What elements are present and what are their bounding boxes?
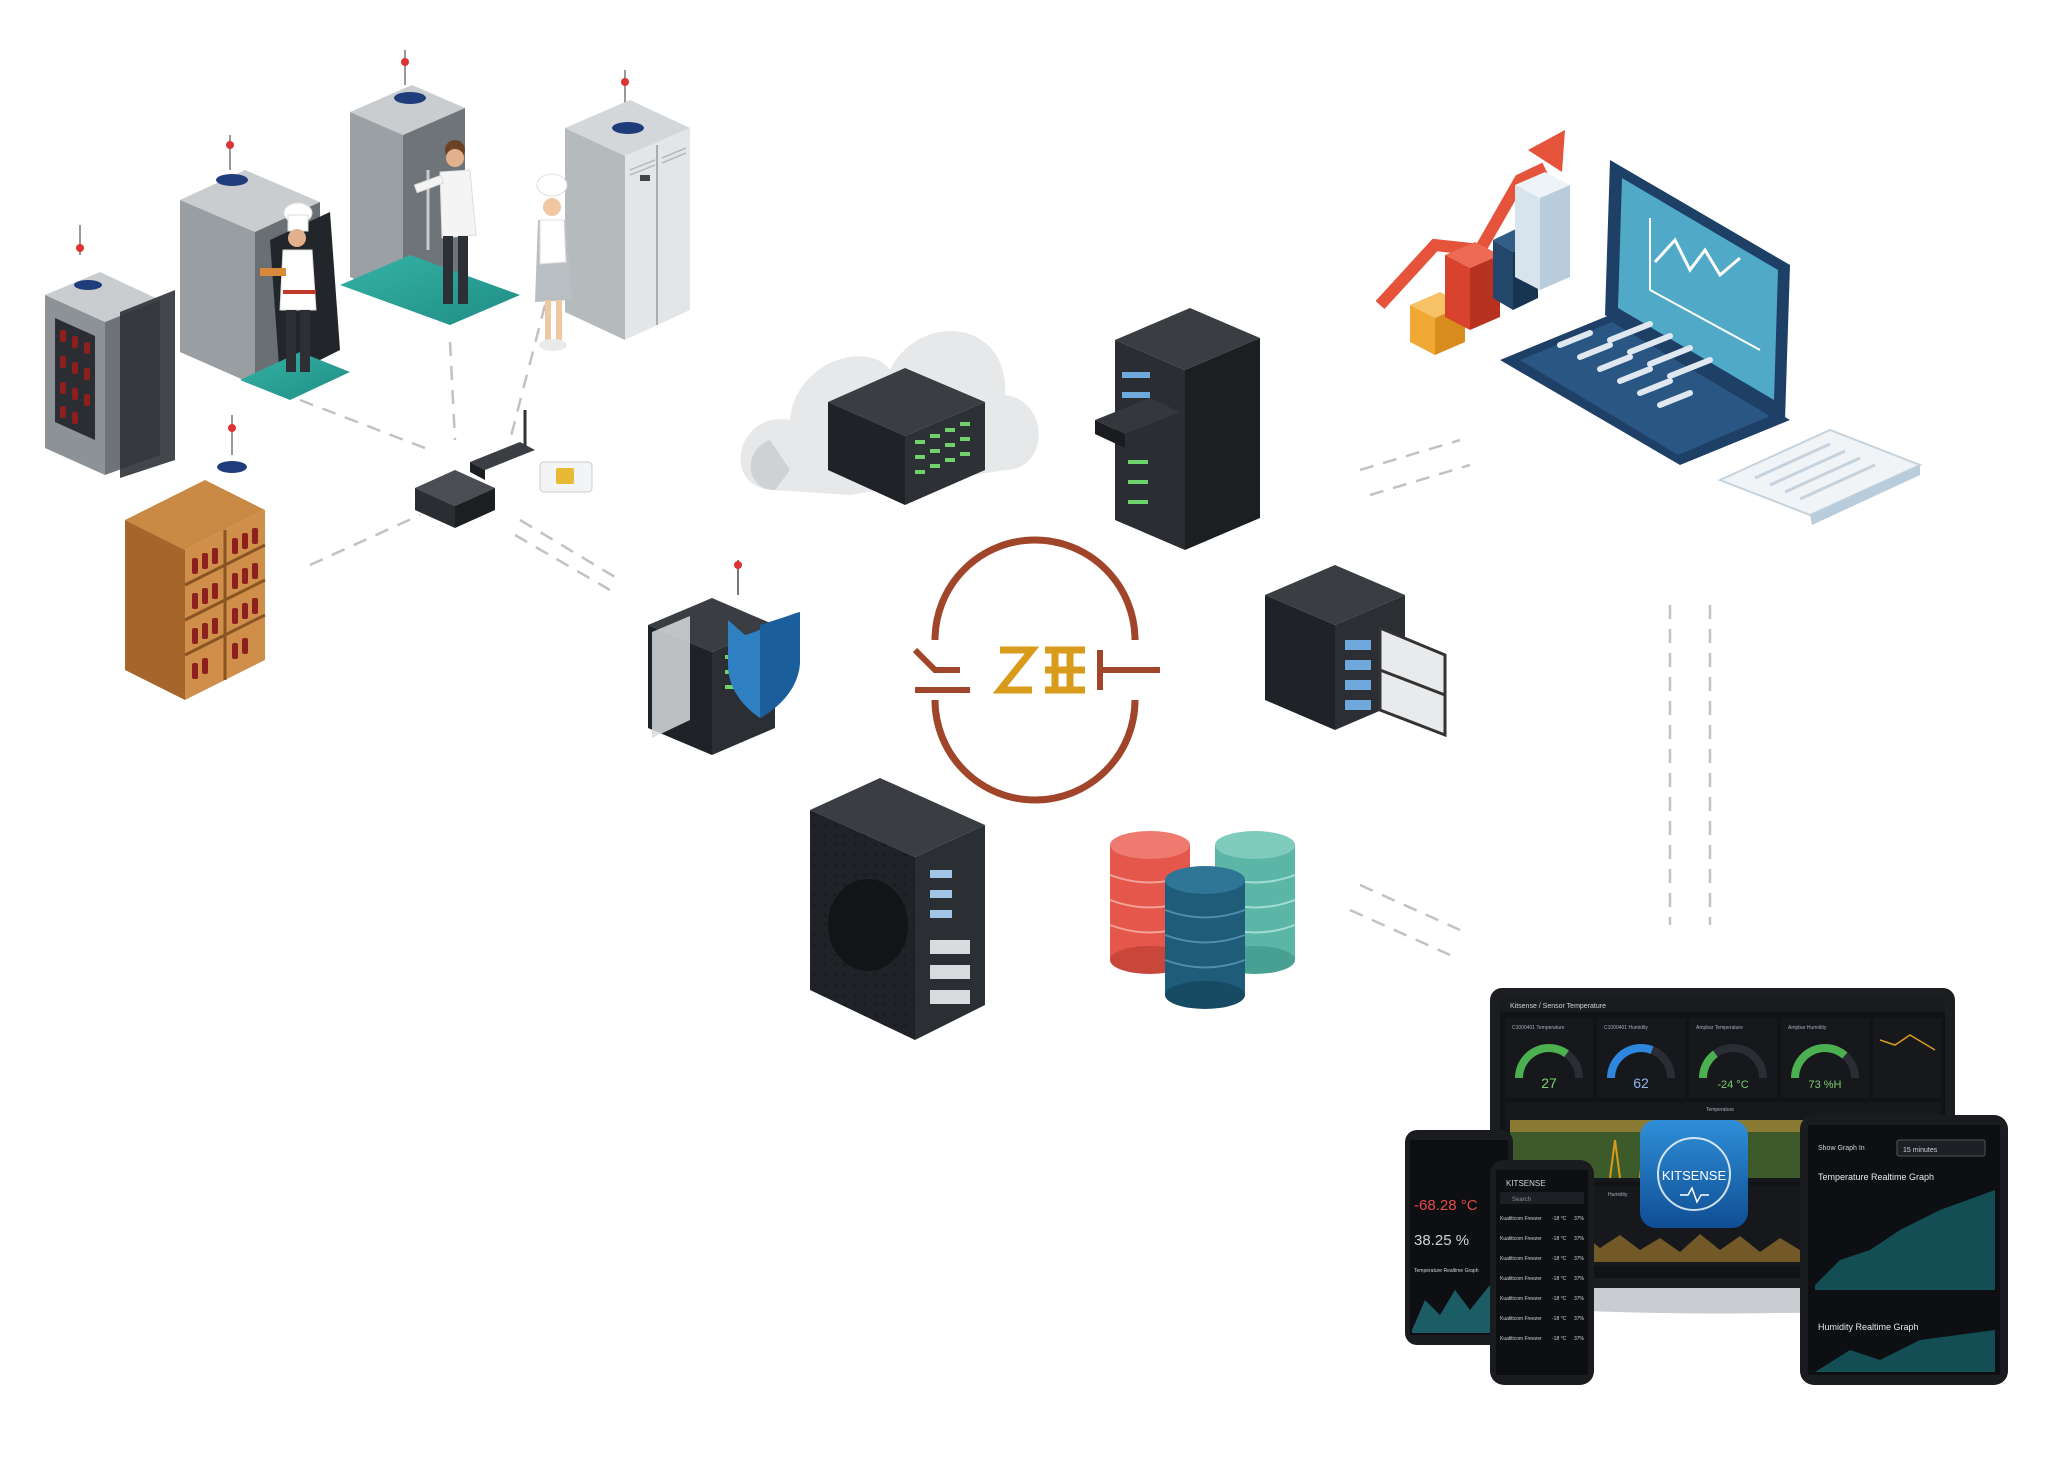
list-item-name: Kualiticom Freezer (1500, 1316, 1542, 1322)
phone-left-graph-label: Temperature Realtime Graph (1414, 1268, 1479, 1274)
connector-lines (299, 304, 1712, 957)
center-logo (912, 536, 1160, 804)
search-input[interactable] (1500, 1192, 1584, 1204)
kitsense-logo-text: KITSENSE (1662, 1168, 1727, 1183)
phone-left-temp: -68.28 °C (1414, 1197, 1478, 1214)
gauge-value-3: -24 °C (1717, 1079, 1748, 1091)
list-item-humidity: 37% (1574, 1276, 1585, 1282)
report-icon (1717, 428, 1923, 525)
list-item-temp: -18 °C (1552, 1256, 1567, 1262)
list-item-temp: -18 °C (1552, 1296, 1567, 1302)
list-item-temp: -18 °C (1552, 1336, 1567, 1342)
gateway-icon (415, 410, 535, 528)
gauge-value-1: 27 (1541, 1075, 1557, 1091)
list-item-humidity: 37% (1574, 1256, 1585, 1262)
gauge-fill (1515, 1044, 1569, 1079)
list-item-temp: -18 °C (1552, 1216, 1567, 1222)
list-item-humidity: 37% (1574, 1216, 1585, 1222)
tablet-range-select[interactable] (1896, 1139, 1986, 1157)
phone-center-brand: KITSENSE (1506, 1179, 1546, 1188)
list-item[interactable]: Kualiticom Freezer -18 °C 37% (1500, 1216, 1585, 1222)
gauge-value-2: 62 (1633, 1075, 1649, 1091)
phone-left-humidity: 38.25 % (1414, 1232, 1469, 1249)
gauge-label-3: Ampbar Temperature (1696, 1025, 1743, 1031)
wine-fridge-icon (45, 225, 175, 478)
gauge-label-2: C1000401 Humidity (1604, 1025, 1648, 1031)
list-item-name: Kualiticom Freezer (1500, 1236, 1542, 1242)
kitsense-logo: KITSENSE (1640, 1120, 1748, 1228)
gauge-fill (1607, 1044, 1654, 1079)
analytics-chart-icon (1375, 130, 1570, 355)
list-item[interactable]: Kualiticom Freezer -18 °C 37% (1500, 1296, 1585, 1302)
dashboard-title: Kitsense / Sensor Temperature (1510, 1003, 1606, 1010)
list-item-humidity: 37% (1574, 1336, 1585, 1342)
gauge-label-1: C1000401 Temperature (1512, 1025, 1565, 1031)
gauge-label-4: Ampbar Humidity (1788, 1025, 1827, 1031)
phone-center: KITSENSE Search Kualiticom Freezer -18 °C… (1490, 1160, 1594, 1385)
tablet: Show Graph In 15 minutes Temperature Rea… (1800, 1115, 2008, 1385)
list-item[interactable]: Kualiticom Freezer -18 °C 37% (1500, 1316, 1585, 1322)
chef-icon (260, 202, 317, 372)
tablet-humidity-graph-title: Humidity Realtime Graph (1818, 1322, 1919, 1332)
list-item-temp: -18 °C (1552, 1236, 1567, 1242)
double-fridge-icon (565, 70, 690, 340)
list-item-name: Kualiticom Freezer (1500, 1216, 1542, 1222)
tablet-show-label: Show Graph In (1818, 1145, 1865, 1152)
list-item-name: Kualiticom Freezer (1500, 1256, 1542, 1262)
search-placeholder: Search (1512, 1197, 1531, 1203)
graph-label-humidity: Humidity (1608, 1192, 1628, 1198)
list-item-temp: -18 °C (1552, 1316, 1567, 1322)
storage-server-icon (1265, 565, 1447, 738)
database-icon (1109, 831, 1296, 1009)
secure-server-icon (648, 560, 800, 755)
display-fridge-icon (180, 135, 350, 400)
gauge-panels: C1000401 Temperature C1000401 Humidity A… (1505, 1018, 1941, 1098)
tower-server-icon (810, 778, 985, 1040)
staff-icon (413, 140, 477, 304)
gauge-fill (1699, 1050, 1718, 1079)
list-item-name: Kualiticom Freezer (1500, 1296, 1542, 1302)
list-item-humidity: 37% (1574, 1296, 1585, 1302)
list-item[interactable]: Kualiticom Freezer -18 °C 37% (1500, 1336, 1585, 1342)
wine-shelf-icon (125, 415, 266, 700)
laptop-icon (1500, 160, 1790, 465)
list-item-name: Kualiticom Freezer (1500, 1276, 1542, 1282)
list-item-humidity: 37% (1574, 1316, 1585, 1322)
list-item[interactable]: Kualiticom Freezer -18 °C 37% (1500, 1276, 1585, 1282)
list-item[interactable]: Kualiticom Freezer -18 °C 37% (1500, 1256, 1585, 1262)
list-item-temp: -18 °C (1552, 1276, 1567, 1282)
gauge-fill (1791, 1044, 1848, 1079)
list-item-name: Kualiticom Freezer (1500, 1336, 1542, 1342)
list-item[interactable]: Kualiticom Freezer -18 °C 37% (1500, 1236, 1585, 1242)
server-rack-icon (1095, 308, 1260, 550)
tablet-temperature-graph-title: Temperature Realtime Graph (1818, 1172, 1934, 1182)
graph-label-temperature: Temperature (1706, 1107, 1734, 1113)
tablet-select-value: 15 minutes (1903, 1147, 1938, 1154)
chef-icon (535, 173, 572, 351)
cloud-server-icon (740, 331, 1039, 505)
gauge-value-4: 73 %H (1808, 1079, 1841, 1091)
list-item-humidity: 37% (1574, 1236, 1585, 1242)
sim-card-icon (539, 461, 593, 493)
